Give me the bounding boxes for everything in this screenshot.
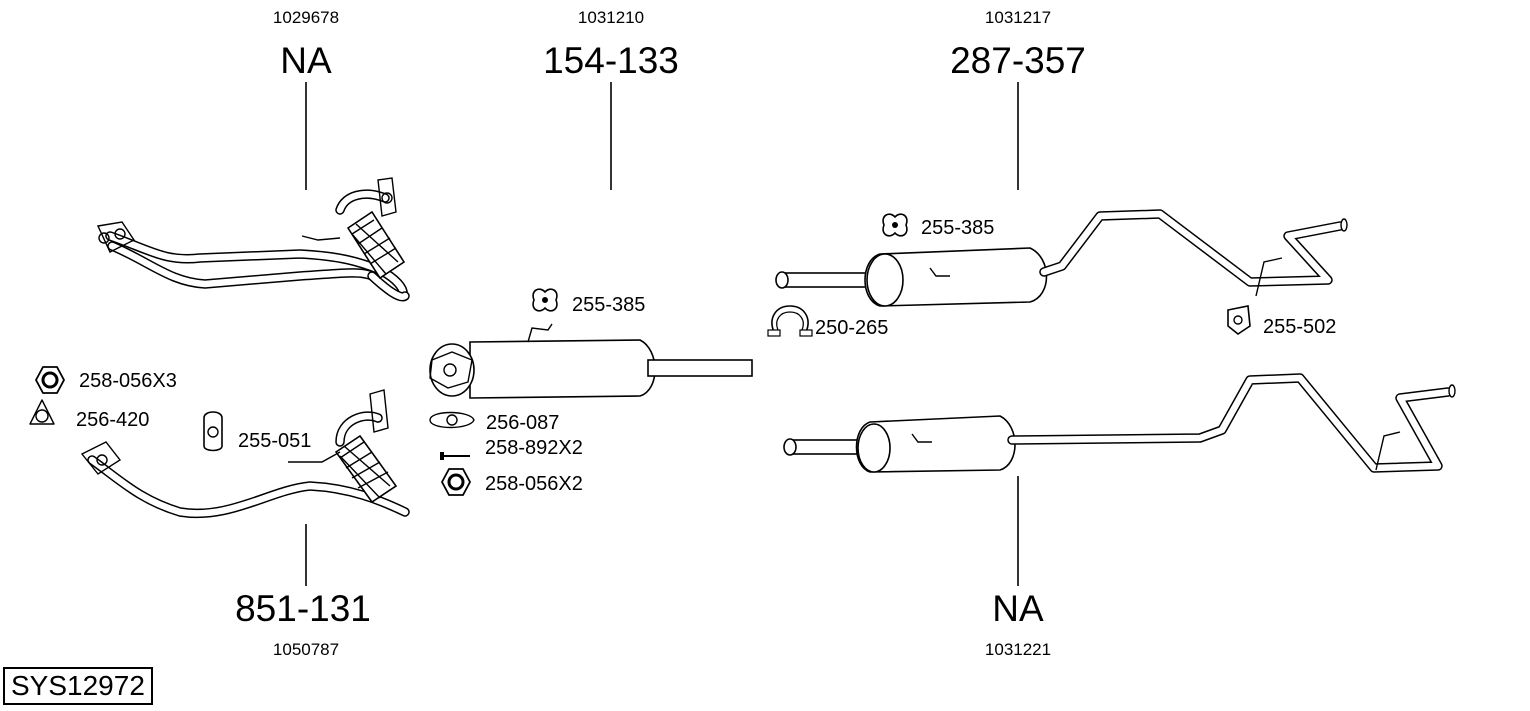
- oval-gasket-icon: [429, 411, 475, 429]
- bolt-icon: [440, 452, 470, 460]
- assembly-number-front-pipe-bottom: 1050787: [272, 640, 340, 659]
- assembly-number-rear-silencer-bottom: 1031221: [984, 640, 1052, 659]
- part-label-hanger-rear: 255-385: [921, 217, 995, 239]
- rear-mount-icon: [1227, 305, 1251, 335]
- system-id-label: SYS12972: [11, 670, 145, 701]
- nut-icon: [440, 468, 472, 496]
- assembly-code-center-silencer: 154-133: [543, 40, 679, 81]
- gasket-icon: [29, 399, 55, 425]
- part-label-nut-x2: 258-056X2: [485, 473, 583, 495]
- front-pipe-bottom-drawing: [80, 389, 410, 518]
- assembly-code-front-pipe-bottom: 851-131: [235, 588, 371, 629]
- front-mount-icon: [203, 411, 223, 452]
- part-label-gasket-oval: 256-087: [486, 412, 560, 434]
- part-label-hanger-center: 255-385: [572, 294, 646, 316]
- part-label-bolt: 258-892X2: [485, 437, 583, 459]
- assembly-number-center-silencer: 1031210: [577, 8, 645, 27]
- front-pipe-top-drawing: [96, 177, 410, 302]
- assembly-code-front-pipe-top: NA: [280, 40, 332, 81]
- part-label-gasket-3bolt: 256-420: [76, 409, 150, 431]
- part-label-clamp: 250-265: [815, 317, 889, 339]
- system-id-box: SYS12972: [3, 667, 153, 705]
- rear-silencer-bottom-drawing: [783, 373, 1456, 473]
- assembly-code-rear-silencer-bottom: NA: [992, 588, 1044, 629]
- center-silencer-drawing: [429, 323, 753, 399]
- nut-icon: [34, 366, 66, 394]
- assembly-number-rear-silencer-top: 1031217: [984, 8, 1052, 27]
- part-label-rear-mount: 255-502: [1263, 316, 1337, 338]
- part-label-nut-x3: 258-056X3: [79, 370, 177, 392]
- clamp-icon: [767, 305, 813, 337]
- hanger-icon: [532, 288, 558, 312]
- part-label-front-mount: 255-051: [238, 430, 312, 452]
- rear-silencer-top-drawing: [775, 209, 1348, 307]
- assembly-code-rear-silencer-top: 287-357: [950, 40, 1086, 81]
- assembly-number-front-pipe-top: 1029678: [272, 8, 340, 27]
- hanger-icon: [882, 213, 908, 237]
